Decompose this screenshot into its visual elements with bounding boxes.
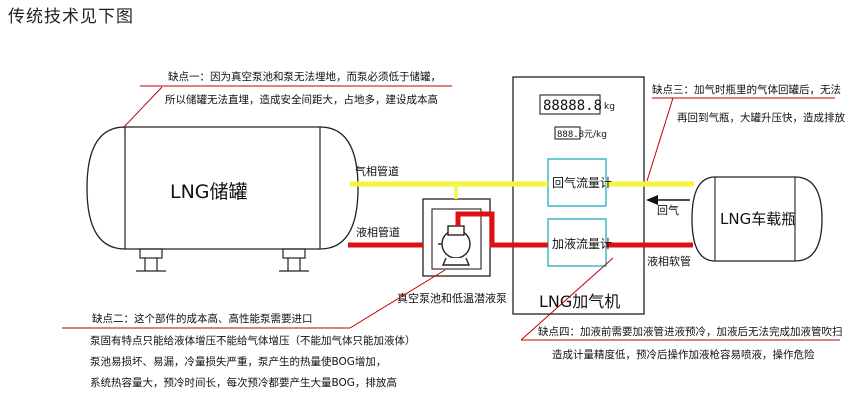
tank-label: LNG储罐 bbox=[170, 181, 248, 203]
svg-text:缺点一：因为真空泵池和泵无法埋地，而泵必须低于储罐，: 缺点一：因为真空泵池和泵无法埋地，而泵必须低于储罐， bbox=[168, 70, 441, 83]
svg-text:缺点四：加液前需要加液管进液预冷，加液后无法完成加液管吹扫: 缺点四：加液前需要加液管进液预冷，加液后无法完成加液管吹扫 bbox=[538, 325, 843, 338]
vehicle-cylinder: LNG车载瓶 bbox=[691, 176, 823, 262]
pump-assembly bbox=[422, 198, 491, 277]
callout-4: 缺点四：加液前需要加液管进液预冷，加液后无法完成加液管吹扫 造成计量精度低，预冷… bbox=[520, 257, 843, 361]
vehicle-label: LNG车载瓶 bbox=[720, 210, 796, 228]
callout-1: 缺点一：因为真空泵池和泵无法埋地，而泵必须低于储罐， 所以储罐无法直埋，造成安全… bbox=[122, 70, 452, 129]
return-gas-arrow bbox=[646, 195, 690, 205]
tank-leg-right bbox=[279, 248, 309, 272]
gas-phase-pipe bbox=[350, 181, 694, 199]
tank-leg-left bbox=[136, 248, 166, 272]
svg-text:系统热容量大，预冷时间长，每次预冷都要产生大量BOG，排放高: 系统热容量大，预冷时间长，每次预冷都要产生大量BOG，排放高 bbox=[90, 376, 397, 389]
svg-text:所以储罐无法直埋，造成安全间距大，占地多，建设成本高: 所以储罐无法直埋，造成安全间距大，占地多，建设成本高 bbox=[165, 93, 438, 106]
return-gas-label: 回气 bbox=[657, 203, 679, 217]
page-title: 传统技术见下图 bbox=[8, 7, 134, 27]
main-display-value: 88888.8 bbox=[543, 98, 602, 114]
callout-3: 缺点三：加气时瓶里的气体回罐后，无法 再回到气瓶，大罐升压快，造成排放 bbox=[646, 83, 845, 182]
liquid-pipe-label: 液相管道 bbox=[356, 225, 400, 239]
svg-text:再回到气瓶，大罐升压快，造成排放: 再回到气瓶，大罐升压快，造成排放 bbox=[677, 111, 845, 124]
svg-text:泵固有特点只能给液体增压不能给气体增压（不能加气体只能加液体: 泵固有特点只能给液体增压不能给气体增压（不能加气体只能加液体） bbox=[90, 334, 416, 347]
pump-icon bbox=[438, 225, 471, 266]
gas-pipe-label: 气相管道 bbox=[355, 164, 399, 178]
dispenser: 88888.8 kg 888.8 元/kg LNG加气机 bbox=[512, 76, 645, 315]
return-gas-meter-label: 回气流量计 bbox=[552, 175, 612, 190]
return-gas-meter bbox=[547, 158, 607, 207]
fill-meter-label: 加液流量计 bbox=[552, 236, 612, 251]
price-display-value: 888.8 bbox=[557, 130, 584, 140]
liquid-phase-pipe bbox=[348, 211, 693, 248]
pump-label: 真空泵池和低温潜液泵 bbox=[397, 291, 507, 305]
lng-storage-tank: LNG储罐 bbox=[86, 126, 359, 272]
svg-text:造成计量精度低，预冷后操作加液枪容易喷液，操作危险: 造成计量精度低，预冷后操作加液枪容易喷液，操作危险 bbox=[552, 348, 815, 361]
svg-text:泵池易损坏、易漏，冷量损失严重，泵产生的热量使BOG增加，: 泵池易损坏、易漏，冷量损失严重，泵产生的热量使BOG增加， bbox=[90, 355, 386, 368]
main-display bbox=[539, 94, 601, 115]
svg-text:缺点二：这个部件的成本高、高性能泵需要进口: 缺点二：这个部件的成本高、高性能泵需要进口 bbox=[92, 312, 313, 325]
price-display-unit: 元/kg bbox=[584, 130, 607, 140]
callout-2: 缺点二：这个部件的成本高、高性能泵需要进口 泵固有特点只能给液体增压不能给气体增… bbox=[62, 269, 446, 389]
price-display bbox=[554, 126, 581, 140]
dispenser-label: LNG加气机 bbox=[539, 292, 620, 311]
liquid-hose-label: 液相软管 bbox=[647, 254, 691, 268]
main-display-unit: kg bbox=[604, 102, 615, 112]
svg-text:缺点三：加气时瓶里的气体回罐后，无法: 缺点三：加气时瓶里的气体回罐后，无法 bbox=[652, 83, 841, 96]
